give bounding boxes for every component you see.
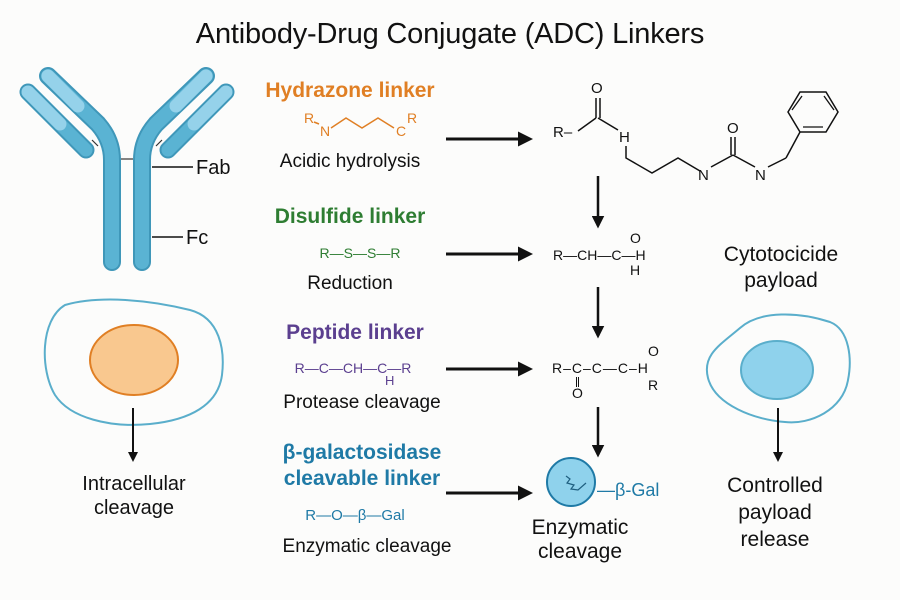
svg-text:C: C: [396, 123, 406, 138]
svg-text:R–: R–: [553, 124, 573, 141]
svg-text:R: R: [407, 110, 417, 126]
enzymatic-cleavage-label: Enzymatic cleavage: [531, 516, 629, 563]
peptide-mechanism: Protease cleavage: [283, 392, 441, 413]
disulfide-formula: R—S—S—R: [319, 245, 401, 261]
disulfide-product-structure: R—CH—C—H O H: [553, 230, 646, 278]
disulfide-mechanism: Reduction: [307, 273, 393, 294]
galactosidase-linker-title: β-galactosidase cleavable linker: [282, 441, 442, 490]
peptide-formula-sub: H: [385, 373, 395, 388]
controlled-release-label: Controlled payload release: [727, 474, 823, 551]
galactosidase-mechanism: Enzymatic cleavage: [282, 536, 452, 557]
hydrazone-product-structure: R– O H N O N: [553, 80, 839, 184]
enzyme-icon: [546, 457, 596, 507]
disulfide-linker-title: Disulfide linker: [274, 205, 426, 228]
hydrazone-formula: R N C R: [290, 108, 440, 138]
cell-icon-payload: [705, 313, 851, 462]
hydrazone-linker-title: Hydrazone linker: [265, 79, 435, 102]
intracellular-cleavage-label: Intracellular cleavage: [82, 473, 186, 519]
fc-label: Fc: [186, 227, 209, 249]
payload-label: Cytotocicide payload: [723, 243, 839, 292]
svg-text:H: H: [619, 129, 630, 146]
fab-label: Fab: [196, 157, 231, 179]
svg-text:R: R: [304, 110, 314, 126]
beta-gal-label: —β-Gal: [597, 480, 660, 500]
cell-icon-intracellular: [43, 298, 224, 462]
hydrazone-mechanism: Acidic hydrolysis: [279, 151, 421, 172]
antibody-icon: [19, 67, 235, 271]
galactosidase-formula: R—O—β—Gal: [305, 507, 405, 524]
peptide-product-structure: R–C–C—C–H O O R: [552, 343, 659, 401]
peptide-formula: R—C—CH—C—R: [294, 360, 412, 376]
peptide-linker-title: Peptide linker: [286, 321, 424, 344]
svg-text:O: O: [591, 80, 603, 97]
diagram-title: Antibody-Drug Conjugate (ADC) Linkers: [195, 18, 705, 50]
svg-text:O: O: [727, 120, 739, 137]
svg-text:N: N: [698, 167, 709, 184]
svg-text:N: N: [755, 167, 766, 184]
svg-text:N: N: [320, 123, 330, 138]
